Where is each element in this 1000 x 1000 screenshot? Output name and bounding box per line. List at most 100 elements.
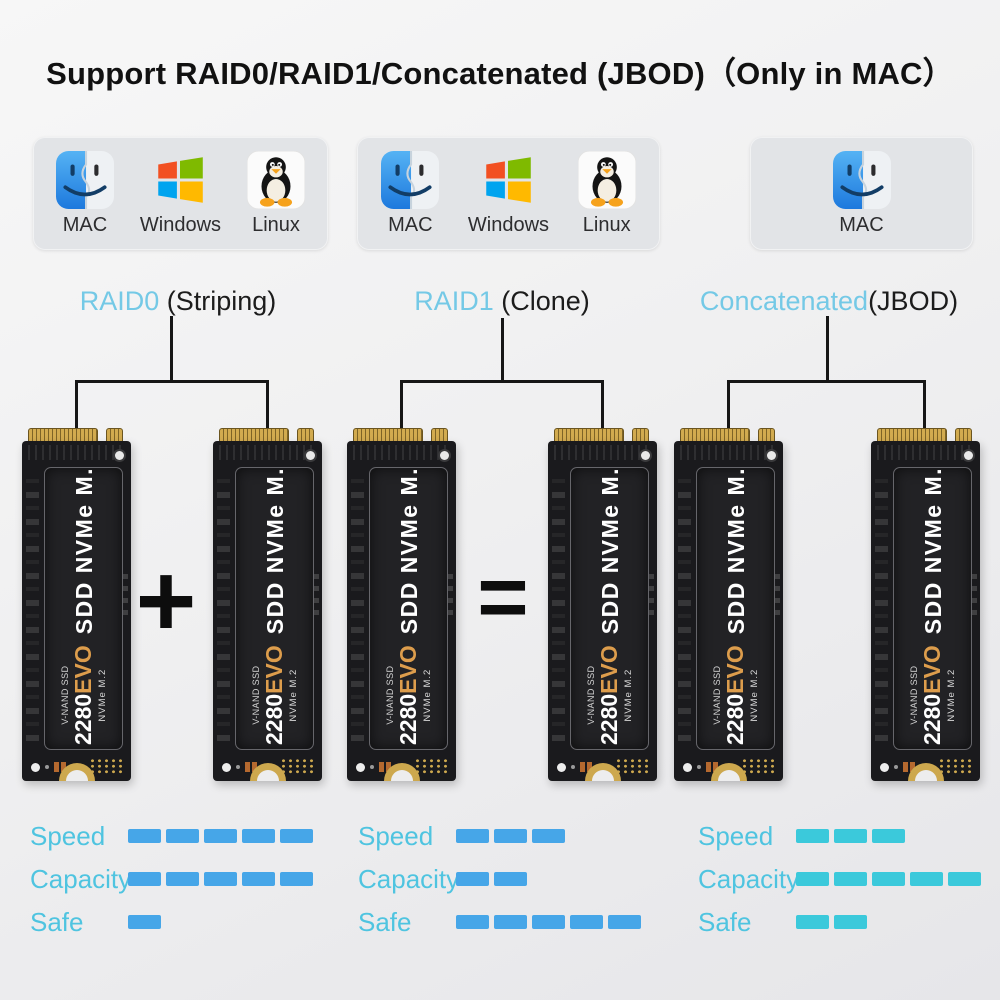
jbod-connector-bar [727,380,926,383]
ssd-stick: V-NAND SSD 2280EVO NVMe M.2 SDD NVMe M.2 [548,428,657,781]
os-item-windows: Windows [468,151,549,237]
os-item-linux: Linux [577,150,636,237]
ssd-mount-notch [383,763,420,781]
raid1-connector-left [400,382,403,430]
os-label: Linux [252,213,300,236]
feature-row-capacity: Capacity [30,863,330,894]
feature-label: Safe [358,906,412,937]
raid0-name: RAID0 [79,286,160,316]
ssd-label-sticker: V-NAND SSD 2280EVO NVMe M.2 SDD NVMe M.2 [44,467,123,750]
ssd-size: 2280 [69,693,96,745]
ssd-side-text: SDD NVMe M.2 [70,467,96,634]
capacity-bar [456,872,527,886]
ssd-series: EVO [721,644,748,694]
ssd-test-pads [280,758,316,774]
ssd-label-sticker: V-NAND SSD 2280EVO NVMe M.2 SDD NVMe M.2 [893,467,972,750]
feature-row-speed: Speed [358,820,658,851]
ssd-size: 2280 [260,693,287,745]
ssd-series: EVO [918,644,945,694]
os-label: Linux [582,213,631,236]
os-item-linux: Linux [247,150,306,237]
ssd-screw-pad [31,763,40,772]
feature-row-safe: Safe [30,906,330,937]
ssd-test-pads [938,758,974,774]
linux-icon [577,150,636,209]
ssd-brand: V-NAND SSD [250,665,261,725]
safe-bar [796,915,867,929]
ssd-brand: V-NAND SSD [384,665,395,725]
feature-label: Speed [30,820,106,851]
ssd-series: EVO [69,644,96,694]
ssd-mount-notch [249,763,286,781]
finder-icon [56,151,114,209]
ssd-side-text: SDD NVMe M.2 [722,467,748,634]
ssd-interface: NVMe M.2 [96,668,108,722]
safe-bar [128,915,161,929]
ssd-size: 2280 [721,693,748,745]
os-item-mac: MAC [833,151,891,237]
raid1-name: RAID1 [414,286,494,316]
ssd-stick: V-NAND SSD 2280EVO NVMe M.2 SDD NVMe M.2 [871,428,980,781]
plus-operator: + [135,543,197,659]
ssd-label-sticker: V-NAND SSD 2280EVO NVMe M.2 SDD NVMe M.2 [696,467,775,750]
jbod-connector-right [923,382,926,430]
ssd-pcb: V-NAND SSD 2280EVO NVMe M.2 SDD NVMe M.2 [871,441,980,781]
ssd-pcb: V-NAND SSD 2280EVO NVMe M.2 SDD NVMe M.2 [22,441,131,781]
os-label: Windows [467,213,550,236]
ssd-stick: V-NAND SSD 2280EVO NVMe M.2 SDD NVMe M.2 [213,428,322,781]
raid0-connector-bar [75,380,269,383]
ssd-pcb: V-NAND SSD 2280EVO NVMe M.2 SDD NVMe M.2 [548,441,657,781]
feature-row-speed: Speed [30,820,330,851]
raid0-connector-stem [170,316,173,382]
raid0-connector-right [266,382,269,430]
jbod-name: Concatenated [699,286,869,316]
ssd-brand: V-NAND SSD [908,665,919,725]
os-label: MAC [839,213,884,236]
capacity-bar [128,872,313,886]
ssd-stick: V-NAND SSD 2280EVO NVMe M.2 SDD NVMe M.2 [347,428,456,781]
ssd-series: EVO [260,644,287,694]
ssd-side-text: SDD NVMe M.2 [261,467,287,634]
safe-bar [456,915,641,929]
raid1-connector-bar [400,380,604,383]
os-item-mac: MAC [56,151,114,237]
jbod-label: Concatenated(JBOD) [700,286,958,317]
speed-bar [456,829,565,843]
feature-label: Capacity [30,863,132,894]
os-support-card-raid1: MAC Windows Linux [357,137,660,250]
feature-label: Speed [358,820,434,851]
os-item-mac: MAC [381,151,439,237]
windows-icon [486,156,532,203]
ssd-interface: NVMe M.2 [945,668,957,722]
ssd-test-pads [615,758,651,774]
ssd-size: 2280 [918,693,945,745]
feature-label: Safe [30,906,84,937]
feature-group-raid0: Speed Capacity Safe [30,820,330,951]
feature-label: Capacity [358,863,460,894]
feature-group-jbod: Speed Capacity Safe [698,821,998,951]
ssd-series: EVO [595,644,622,694]
feature-label: Capacity [698,863,800,894]
raid1-connector-stem [501,318,504,382]
equals-operator: = [477,547,529,646]
ssd-mount-notch [58,763,95,781]
ssd-interface: NVMe M.2 [748,668,760,722]
ssd-brand: V-NAND SSD [59,665,70,725]
ssd-series: EVO [394,644,421,694]
speed-bar [796,829,905,843]
finder-icon [381,151,439,209]
ssd-interface: NVMe M.2 [421,668,433,722]
feature-row-capacity: Capacity [358,863,658,894]
ssd-interface: NVMe M.2 [287,668,299,722]
raid1-label: RAID1 (Clone) [414,286,590,317]
ssd-brand: V-NAND SSD [711,665,722,725]
ssd-screw-hole [115,451,124,460]
ssd-stick: V-NAND SSD 2280EVO NVMe M.2 SDD NVMe M.2 [674,428,783,781]
linux-icon [247,150,306,209]
raid1-desc: (Clone) [493,286,590,316]
feature-row-safe: Safe [358,906,658,937]
ssd-test-pads [414,758,450,774]
os-label: MAC [388,213,433,236]
raid0-desc: (Striping) [159,286,277,316]
ssd-side-text: SDD NVMe M.2 [395,467,421,634]
